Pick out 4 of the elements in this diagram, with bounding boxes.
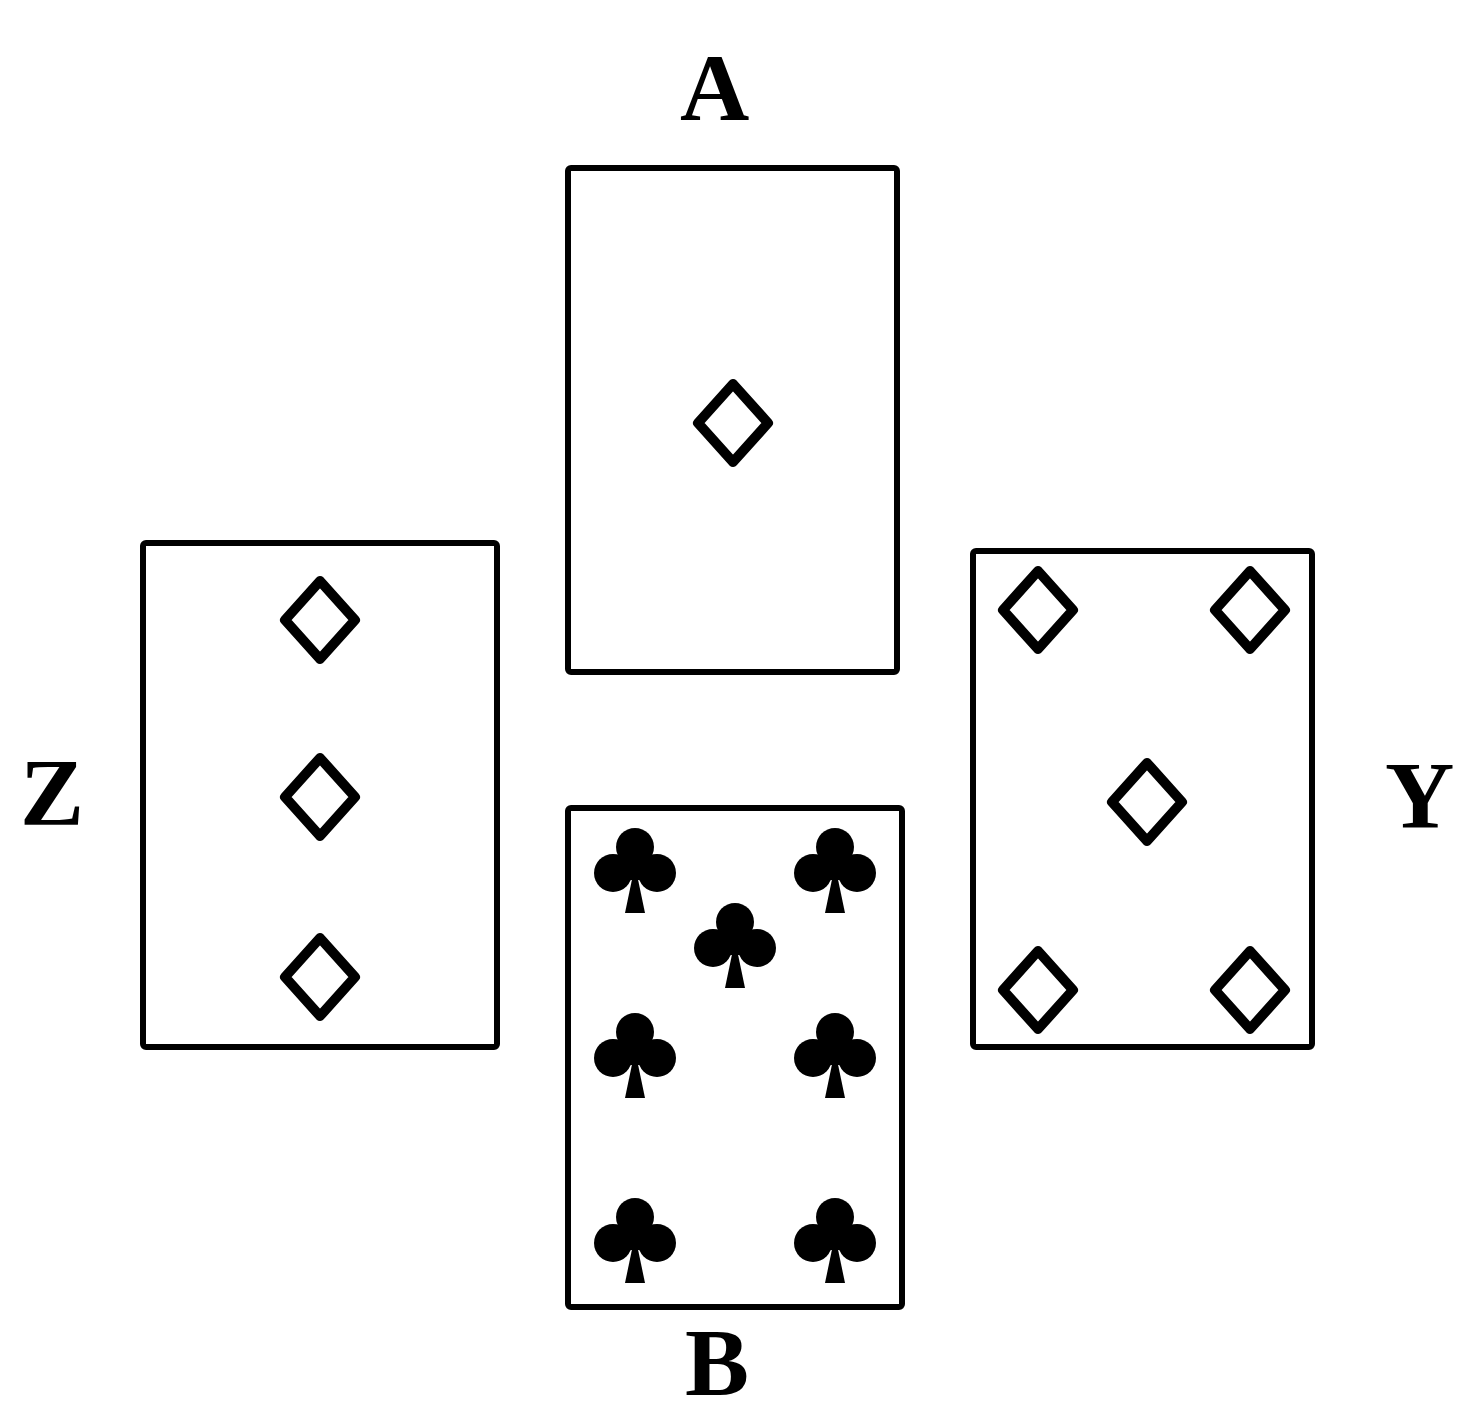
card-label: Z [20, 745, 85, 841]
card-label: B [685, 1315, 750, 1402]
card-label: A [680, 40, 750, 136]
card-label: Y [1385, 748, 1455, 844]
